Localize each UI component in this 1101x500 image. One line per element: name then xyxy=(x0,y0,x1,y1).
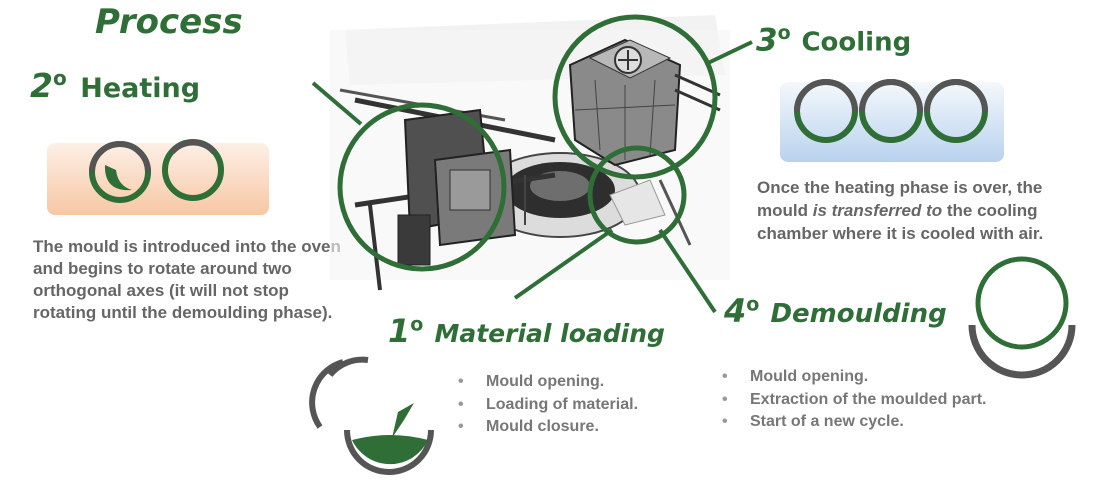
cooling-mould-2-half-icon xyxy=(859,79,923,112)
heating-number: 2 xyxy=(30,66,53,105)
cooling-zone-circle xyxy=(552,14,718,180)
demoulding-mould-half-icon xyxy=(968,324,1076,379)
cooling-title: 3o Cooling xyxy=(756,22,911,58)
demoulding-part-icon xyxy=(975,256,1069,350)
list-item: Mould opening. xyxy=(720,366,986,389)
loading-bullet-list: Mould opening. Loading of material. Moul… xyxy=(456,371,638,439)
demoulding-label: Demoulding xyxy=(770,299,947,329)
list-item: Start of a new cycle. xyxy=(720,411,986,434)
loading-zone-circle xyxy=(587,145,687,245)
cooling-number: 3 xyxy=(756,22,778,59)
heating-mould-right-half-icon xyxy=(169,139,217,155)
heating-connector-line xyxy=(311,81,363,126)
list-item: Mould opening. xyxy=(456,371,638,394)
cooling-mould-3-half-icon xyxy=(924,79,988,112)
heating-ordinal: o xyxy=(52,66,67,90)
demoulding-ordinal: o xyxy=(746,293,760,316)
loading-material-icon xyxy=(352,435,428,465)
demoulding-bullet-list: Mould opening. Extraction of the moulded… xyxy=(720,366,986,434)
heating-panel xyxy=(47,143,269,215)
cooling-description-post: the cooling chamber where it is cooled w… xyxy=(757,201,1044,243)
loading-mould-top-half-icon xyxy=(309,359,344,429)
heating-material-icon xyxy=(104,165,132,191)
loading-mould-bottom-half-icon xyxy=(344,429,434,475)
heating-zone-circle xyxy=(337,102,507,272)
list-item: Loading of material. xyxy=(456,394,638,417)
cooling-ordinal: o xyxy=(777,22,791,44)
heating-mould-left-half-icon xyxy=(89,141,151,173)
loading-ordinal: o xyxy=(410,313,424,336)
loading-number: 1 xyxy=(388,312,411,350)
cooling-connector-line xyxy=(707,40,753,65)
cooling-description-pre: Once the heating phase is over, the moul… xyxy=(757,178,1043,220)
loading-label: Material loading xyxy=(434,319,665,348)
list-item: Mould closure. xyxy=(456,416,638,439)
list-item: Extraction of the moulded part. xyxy=(720,389,986,412)
heating-description: The mould is introduced into the oven an… xyxy=(33,237,341,322)
demoulding-connector-line xyxy=(658,228,717,314)
cooling-label: Cooling xyxy=(801,27,912,58)
demoulding-title: 4o Demoulding xyxy=(724,292,947,330)
heating-title: 2o Heating xyxy=(30,66,200,105)
heating-label: Heating xyxy=(80,73,201,104)
loading-connector-line xyxy=(513,228,614,300)
loading-title: 1o Material loading xyxy=(388,312,665,350)
demoulding-number: 4 xyxy=(724,292,747,330)
cooling-description: Once the heating phase is over, the moul… xyxy=(757,176,1097,245)
page-title: Process xyxy=(95,2,243,42)
cooling-panel xyxy=(780,82,1004,162)
cooling-description-emphasis: is transferred to xyxy=(812,201,943,220)
cooling-mould-1-half-icon xyxy=(794,79,858,112)
